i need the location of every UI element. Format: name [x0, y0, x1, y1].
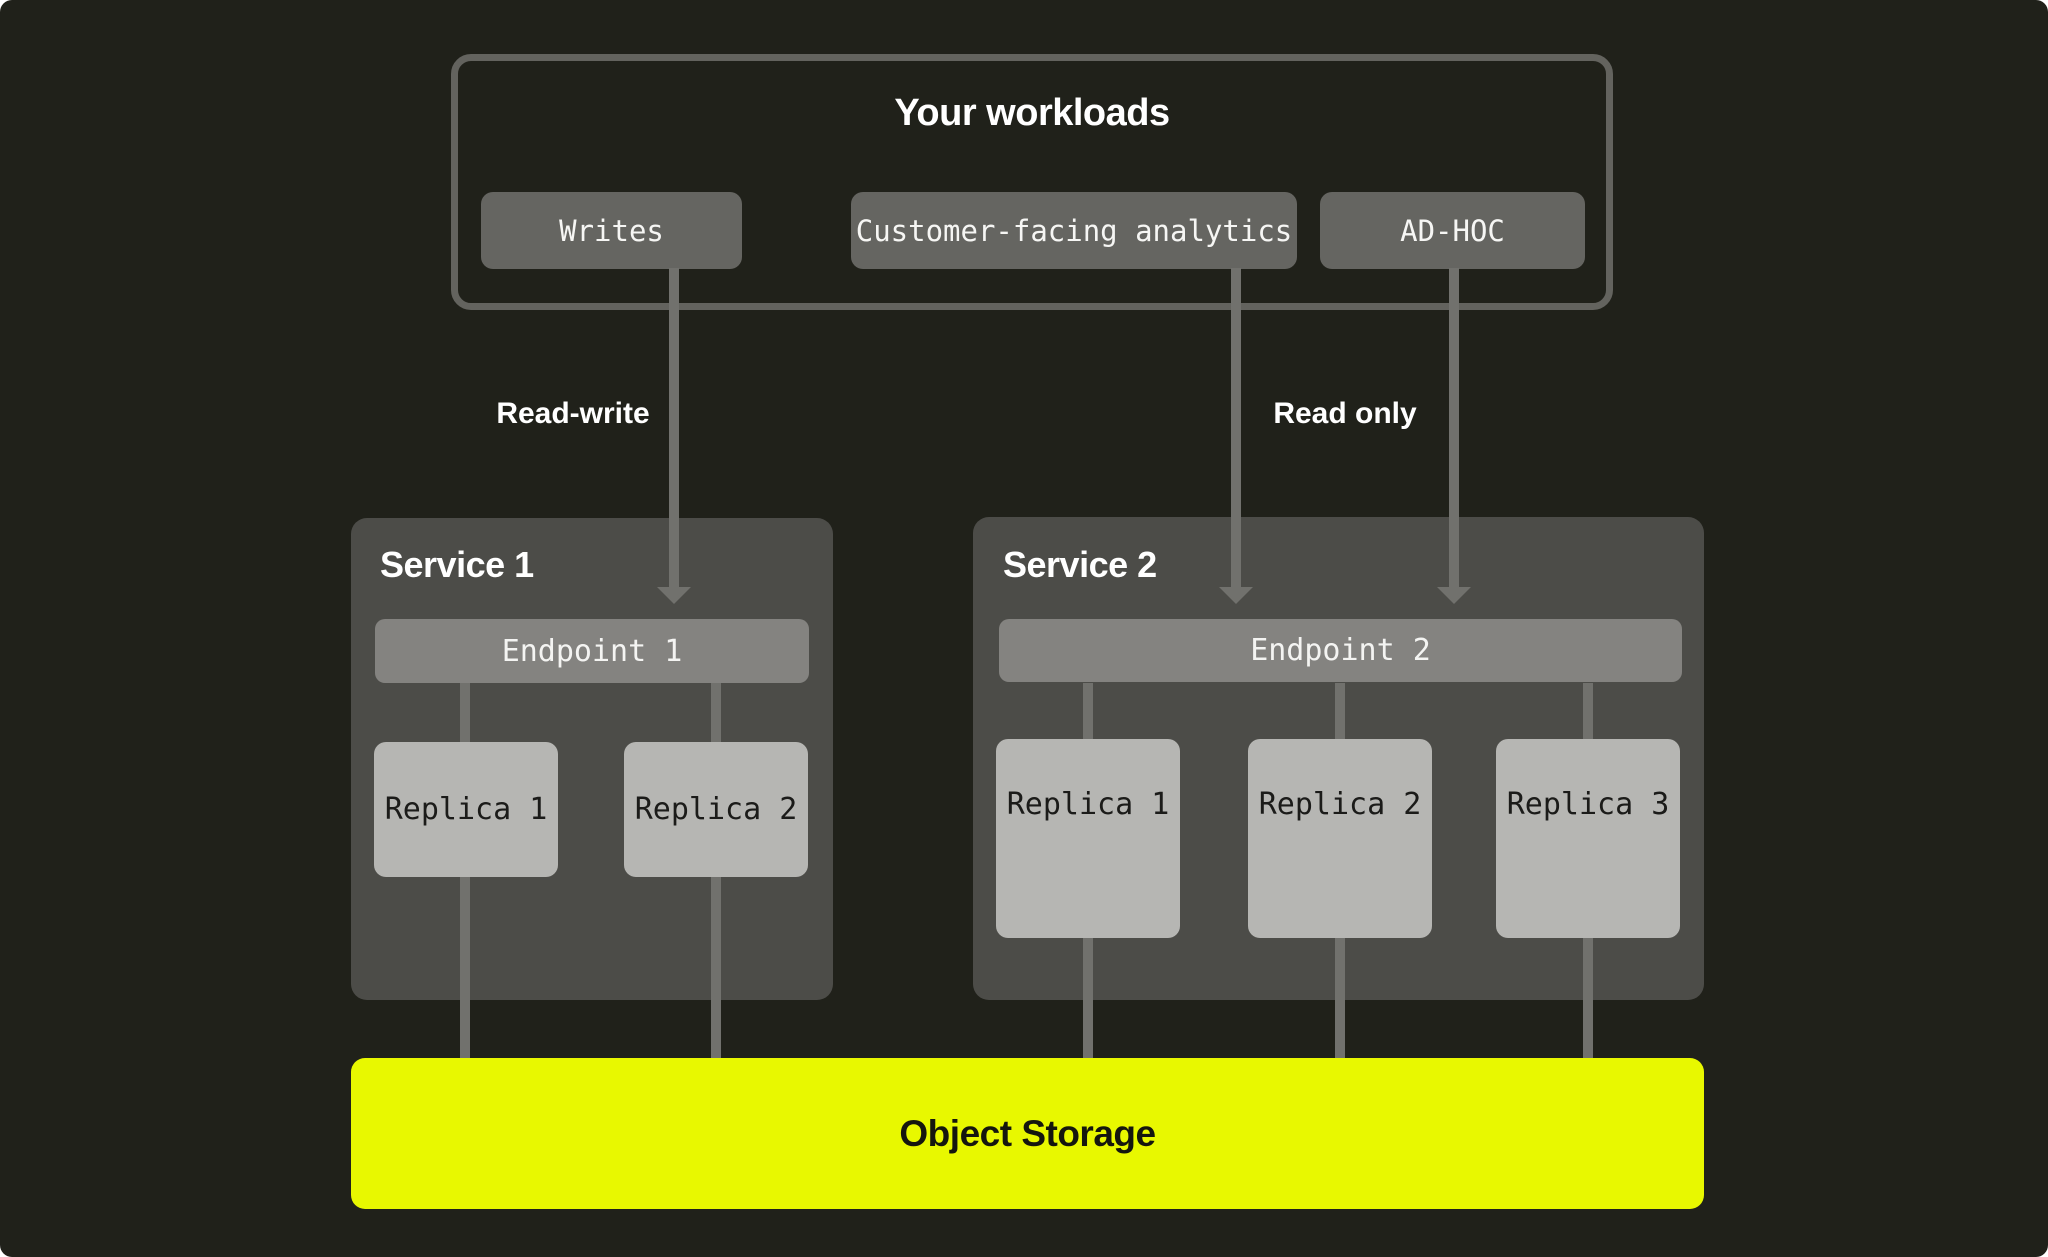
object-storage-bar: Object Storage: [351, 1058, 1704, 1209]
service1-replica-1-label: Replica 1: [384, 792, 548, 827]
read-write-label: Read-write: [496, 397, 650, 430]
arrow-adhoc-line: [1449, 268, 1459, 587]
workloads-panel: [451, 54, 1613, 310]
service1-title: Service 1: [380, 544, 534, 585]
arrow-writes-head-icon: [657, 587, 691, 604]
service2-replica-3: Replica 3: [1496, 739, 1680, 938]
service1-replica-1: Replica 1: [374, 742, 558, 877]
service1-endpoint-label: Endpoint 1: [501, 633, 683, 669]
service2-replica-1-label: Replica 1: [1006, 787, 1170, 822]
workload-chip-analytics: Customer-facing analytics: [851, 192, 1297, 269]
service2-replica-2-label: Replica 2: [1258, 787, 1422, 822]
workloads-title: Your workloads: [894, 92, 1170, 134]
service2-endpoint: Endpoint 2: [999, 619, 1682, 682]
service2-replica-1: Replica 1: [996, 739, 1180, 938]
arrow-writes-line: [669, 268, 679, 587]
object-storage-label: Object Storage: [899, 1112, 1156, 1154]
workload-chip-writes: Writes: [481, 192, 742, 269]
arrow-analytics-line: [1231, 268, 1241, 587]
service1-replica-2: Replica 2: [624, 742, 808, 877]
service2-replica-3-label: Replica 3: [1506, 787, 1670, 822]
service2-endpoint-label: Endpoint 2: [1250, 633, 1431, 668]
service1-endpoint: Endpoint 1: [375, 619, 809, 683]
arrow-analytics-head-icon: [1219, 587, 1253, 604]
service2-title: Service 2: [1003, 544, 1157, 585]
workload-chip-adhoc-label: AD-HOC: [1400, 213, 1505, 248]
service2-replica-2: Replica 2: [1248, 739, 1432, 938]
workload-chip-analytics-label: Customer-facing analytics: [855, 213, 1293, 248]
arrow-adhoc-head-icon: [1437, 587, 1471, 604]
read-only-label: Read only: [1273, 397, 1417, 430]
workload-chip-adhoc: AD-HOC: [1320, 192, 1585, 269]
workload-chip-writes-label: Writes: [559, 213, 664, 248]
service1-replica-2-label: Replica 2: [634, 792, 798, 827]
